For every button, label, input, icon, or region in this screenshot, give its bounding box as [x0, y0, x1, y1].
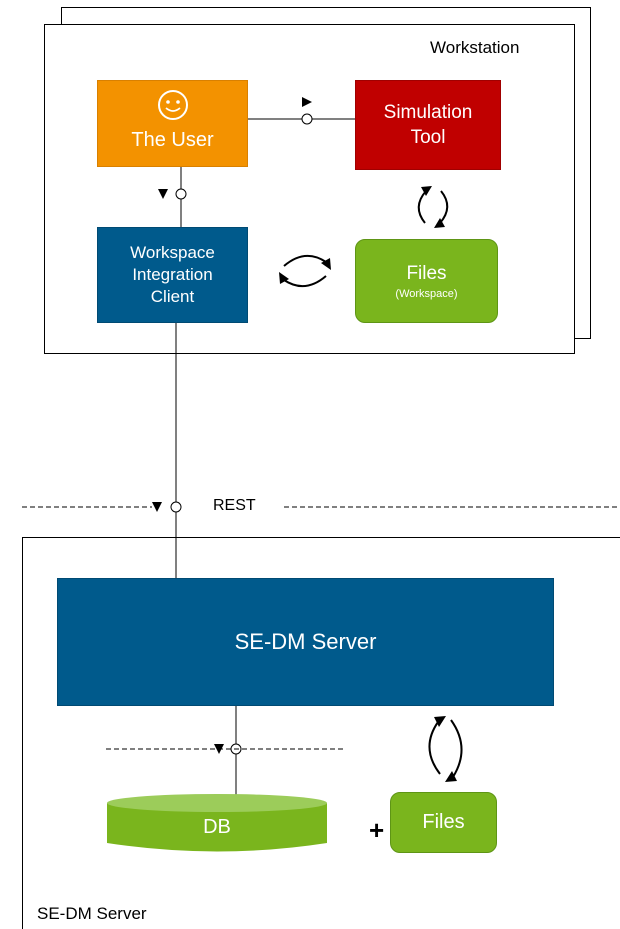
server-files-box: Files — [390, 792, 497, 853]
server-frame — [22, 537, 620, 929]
server-frame-title: SE-DM Server — [37, 904, 147, 923]
workspace-files-label: Files — [406, 262, 447, 284]
workstation-title: Workstation — [430, 38, 520, 57]
sync-arrows-icon — [417, 190, 449, 224]
server-files-label: Files — [422, 811, 465, 833]
simulation-tool-box: Simulation Tool — [355, 80, 501, 170]
workspace-files-sublabel: (Workspace) — [395, 287, 458, 300]
rest-label: REST — [213, 497, 256, 514]
workspace-integration-client-box: Workspace Integration Client — [97, 227, 248, 323]
workspace-files-box: Files (Workspace) — [355, 239, 498, 323]
user-label: The User — [131, 129, 214, 151]
plus-sign: + — [369, 815, 385, 845]
smiley-face-icon — [157, 90, 188, 120]
se-dm-server-box: SE-DM Server — [57, 578, 554, 706]
simulation-tool-label: Simulation Tool — [383, 102, 473, 148]
wic-label: Workspace Integration Client — [130, 243, 215, 306]
user-box: The User — [97, 80, 248, 167]
server-label: SE-DM Server — [234, 629, 377, 654]
db-label: DB — [203, 816, 231, 838]
